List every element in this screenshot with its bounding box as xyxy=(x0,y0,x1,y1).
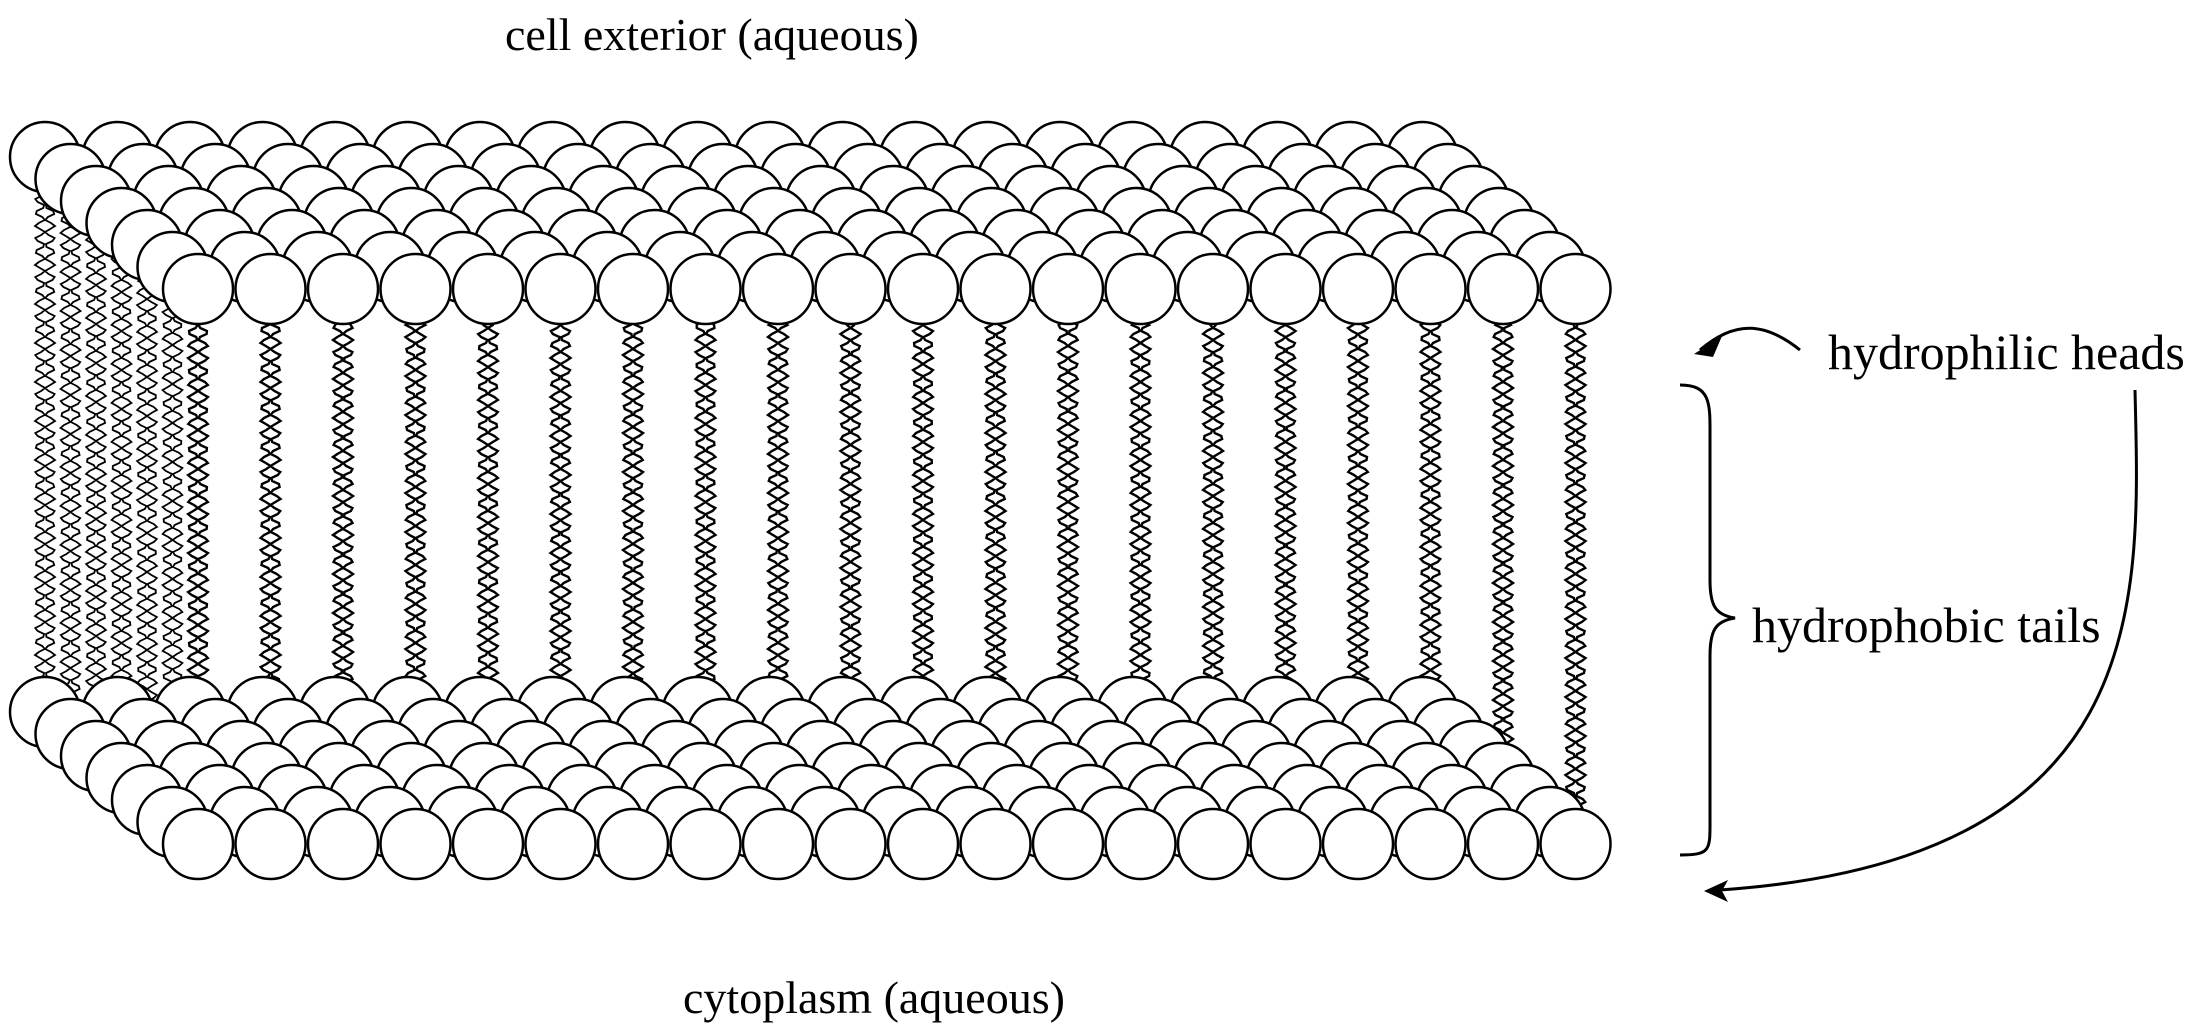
hydrophilic-head-top xyxy=(1104,252,1177,326)
cell-exterior-label: cell exterior (aqueous) xyxy=(505,9,919,60)
hydrophobic-tails-label: hydrophobic tails xyxy=(1752,597,2101,653)
hydrophilic-head-bottom xyxy=(306,807,380,881)
hydrophilic-head-top xyxy=(1394,252,1467,326)
lipid-tail xyxy=(59,211,73,702)
cytoplasm-label: cytoplasm (aqueous) xyxy=(683,972,1065,1023)
hydrophilic-head-bottom xyxy=(161,807,235,881)
hydrophilic-head-top xyxy=(306,252,380,326)
lipid-tail xyxy=(110,255,124,746)
hydrophilic-head-bottom xyxy=(596,807,670,881)
lipid-tail xyxy=(1490,321,1505,812)
bottom-heads-layer xyxy=(8,675,1612,881)
heads-arrowhead-bottom xyxy=(1704,880,1728,902)
hydrophilic-head-top xyxy=(451,252,525,326)
heads-arrow-top xyxy=(1699,326,1801,352)
hydrophilic-head-bottom xyxy=(1539,807,1612,881)
hydrophilic-head-bottom xyxy=(524,807,597,881)
hydrophilic-head-top xyxy=(1249,252,1322,326)
hydrophilic-head-bottom xyxy=(1104,807,1177,881)
hydrophilic-head-bottom xyxy=(379,807,452,881)
hydrophilic-head-bottom xyxy=(669,807,742,881)
lipid-tail xyxy=(1573,321,1588,813)
lipid-tail xyxy=(33,189,47,680)
top-heads-layer xyxy=(8,120,1612,326)
hydrophilic-head-bottom xyxy=(1321,807,1395,881)
lipid-tail xyxy=(119,255,133,746)
hydrophilic-head-top xyxy=(524,252,597,326)
lipid-tail xyxy=(1501,321,1516,812)
hydrophilic-head-bottom xyxy=(1031,807,1105,881)
hydrophilic-head-top xyxy=(379,252,452,326)
lipid-tail xyxy=(145,277,159,768)
hydrophilic-head-top xyxy=(596,252,670,326)
hydrophilic-head-top xyxy=(1539,252,1612,326)
tails-brace xyxy=(1679,383,1736,857)
hydrophilic-head-bottom xyxy=(886,807,960,881)
hydrophilic-head-bottom xyxy=(1394,807,1467,881)
hydrophilic-head-top xyxy=(886,252,960,326)
hydrophilic-head-bottom xyxy=(1176,807,1250,881)
heads-arrowhead-top xyxy=(1694,336,1722,357)
hydrophilic-head-top xyxy=(1466,252,1540,326)
hydrophilic-heads-label: hydrophilic heads xyxy=(1828,324,2185,380)
lipid-tail xyxy=(68,211,83,702)
annotations-layer xyxy=(1679,326,2138,902)
hydrophilic-head-bottom xyxy=(959,807,1032,881)
hydrophilic-head-top xyxy=(1031,252,1105,326)
lipid-tail xyxy=(1563,321,1578,813)
hydrophilic-head-top xyxy=(669,252,742,326)
hydrophilic-head-bottom xyxy=(234,807,307,881)
hydrophilic-head-top xyxy=(1176,252,1250,326)
hydrophilic-head-top xyxy=(814,252,887,326)
hydrophilic-head-top xyxy=(741,252,815,326)
hydrophilic-head-bottom xyxy=(814,807,887,881)
hydrophilic-head-top xyxy=(959,252,1032,326)
hydrophilic-head-bottom xyxy=(451,807,525,881)
heads-arrow-bottom xyxy=(1719,389,2138,892)
lipid-tail xyxy=(94,233,108,724)
hydrophilic-head-top xyxy=(161,252,235,326)
hydrophilic-head-top xyxy=(1321,252,1395,326)
lipid-tail xyxy=(43,189,57,680)
hydrophilic-head-bottom xyxy=(1249,807,1322,881)
hydrophilic-head-top xyxy=(234,252,307,326)
lipid-tail xyxy=(84,233,98,724)
hydrophilic-head-bottom xyxy=(741,807,815,881)
hydrophilic-head-bottom xyxy=(1466,807,1540,881)
